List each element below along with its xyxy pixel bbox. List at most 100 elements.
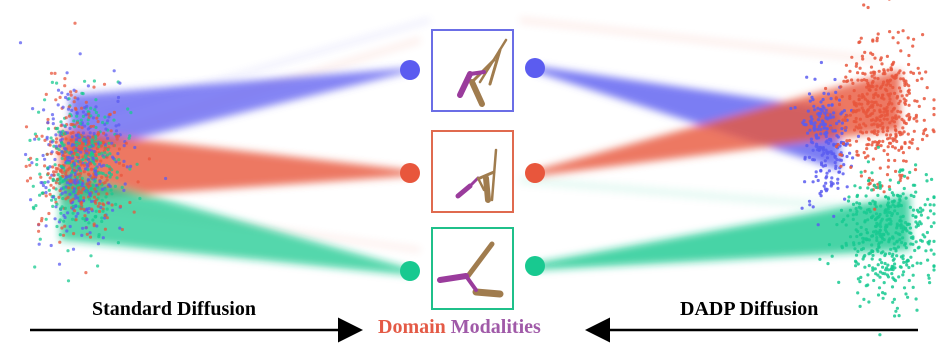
- scatter-point: [60, 91, 64, 95]
- scatter-point: [69, 173, 73, 177]
- scatter-point: [893, 91, 897, 95]
- scatter-point: [878, 86, 883, 90]
- scatter-point: [885, 214, 889, 218]
- scatter-point: [905, 263, 909, 267]
- scatter-point: [94, 166, 98, 170]
- scatter-point: [68, 180, 72, 184]
- scatter-point: [885, 218, 889, 222]
- scatter-point: [60, 156, 64, 160]
- scatter-point: [63, 206, 67, 210]
- scatter-point: [896, 41, 900, 45]
- scatter-point: [82, 207, 86, 211]
- scatter-point: [875, 39, 879, 43]
- scatter-point: [97, 145, 101, 149]
- scatter-point: [907, 91, 912, 95]
- scatter-point: [863, 97, 867, 101]
- scatter-point: [817, 111, 821, 115]
- scatter-point: [882, 238, 886, 242]
- scatter-point: [848, 94, 852, 98]
- scatter-point: [914, 190, 918, 194]
- scatter-point: [932, 221, 936, 225]
- scatter-point: [76, 211, 80, 216]
- scatter-point: [906, 132, 910, 136]
- scatter-point: [114, 124, 118, 128]
- scatter-point: [35, 134, 39, 138]
- scatter-point: [102, 82, 107, 86]
- scatter-point: [833, 77, 837, 82]
- scatter-point: [855, 222, 859, 226]
- scatter-point: [876, 103, 880, 107]
- scatter-point: [871, 157, 876, 161]
- scatter-point: [119, 173, 123, 177]
- scatter-point: [60, 180, 64, 184]
- scatter-point: [67, 97, 71, 101]
- scatter-point: [899, 204, 904, 208]
- scatter-point: [87, 197, 92, 201]
- scatter-point: [85, 182, 89, 186]
- scatter-point: [868, 105, 872, 109]
- scatter-point: [859, 275, 863, 279]
- scatter-point: [104, 173, 108, 177]
- scatter-point: [96, 192, 101, 196]
- scatter-point: [83, 79, 87, 83]
- scatter-point: [870, 188, 874, 192]
- scatter-point: [888, 83, 893, 88]
- scatter-point: [856, 134, 861, 138]
- scatter-point: [58, 218, 62, 222]
- scatter-point: [37, 229, 41, 233]
- scatter-point: [902, 119, 906, 123]
- scatter-point: [865, 92, 869, 96]
- scatter-point: [825, 175, 829, 179]
- scatter-point: [83, 214, 87, 218]
- scatter-point: [932, 106, 936, 111]
- scatter-point: [86, 143, 90, 147]
- left-blue-node: [400, 60, 420, 80]
- scatter-point: [126, 107, 130, 111]
- scatter-point: [852, 128, 857, 132]
- scatter-point: [907, 88, 911, 92]
- scatter-point: [94, 183, 99, 188]
- scatter-point: [824, 130, 828, 134]
- scatter-point: [853, 247, 857, 251]
- scatter-point: [63, 190, 67, 194]
- scatter-point: [897, 275, 901, 279]
- scatter-point: [928, 203, 932, 207]
- scatter-point: [872, 278, 876, 283]
- scatter-point: [86, 118, 90, 122]
- scatter-point: [882, 190, 886, 194]
- scatter-point: [914, 225, 918, 229]
- scatter-point: [886, 81, 890, 85]
- scatter-point: [86, 184, 90, 188]
- scatter-point: [72, 161, 76, 165]
- scatter-point: [91, 218, 95, 222]
- scatter-point: [91, 135, 95, 139]
- scatter-point: [99, 141, 103, 145]
- scatter-point: [872, 183, 877, 187]
- scatter-point: [873, 76, 877, 80]
- scatter-point: [895, 226, 899, 230]
- scatter-point: [911, 242, 915, 246]
- scatter-point: [895, 306, 900, 310]
- scatter-point: [85, 217, 89, 221]
- scatter-point: [101, 120, 105, 125]
- scatter-point: [77, 147, 81, 151]
- scatter-point: [102, 163, 106, 167]
- scatter-point: [128, 200, 132, 205]
- scatter-point: [911, 44, 915, 48]
- scatter-point: [102, 203, 106, 207]
- scatter-point: [888, 187, 892, 191]
- scatter-point: [78, 122, 83, 126]
- scatter-point: [881, 139, 885, 143]
- scatter-point: [87, 173, 91, 177]
- scatter-point: [822, 106, 826, 110]
- scatter-point: [72, 125, 77, 129]
- scatter-point: [114, 129, 119, 133]
- scatter-point: [82, 199, 86, 203]
- scatter-point: [46, 166, 50, 170]
- scatter-point: [863, 219, 867, 223]
- scatter-point: [96, 242, 100, 246]
- scatter-point: [885, 111, 889, 115]
- scatter-point: [41, 191, 45, 195]
- scatter-point: [904, 292, 908, 296]
- scatter-point: [118, 81, 122, 85]
